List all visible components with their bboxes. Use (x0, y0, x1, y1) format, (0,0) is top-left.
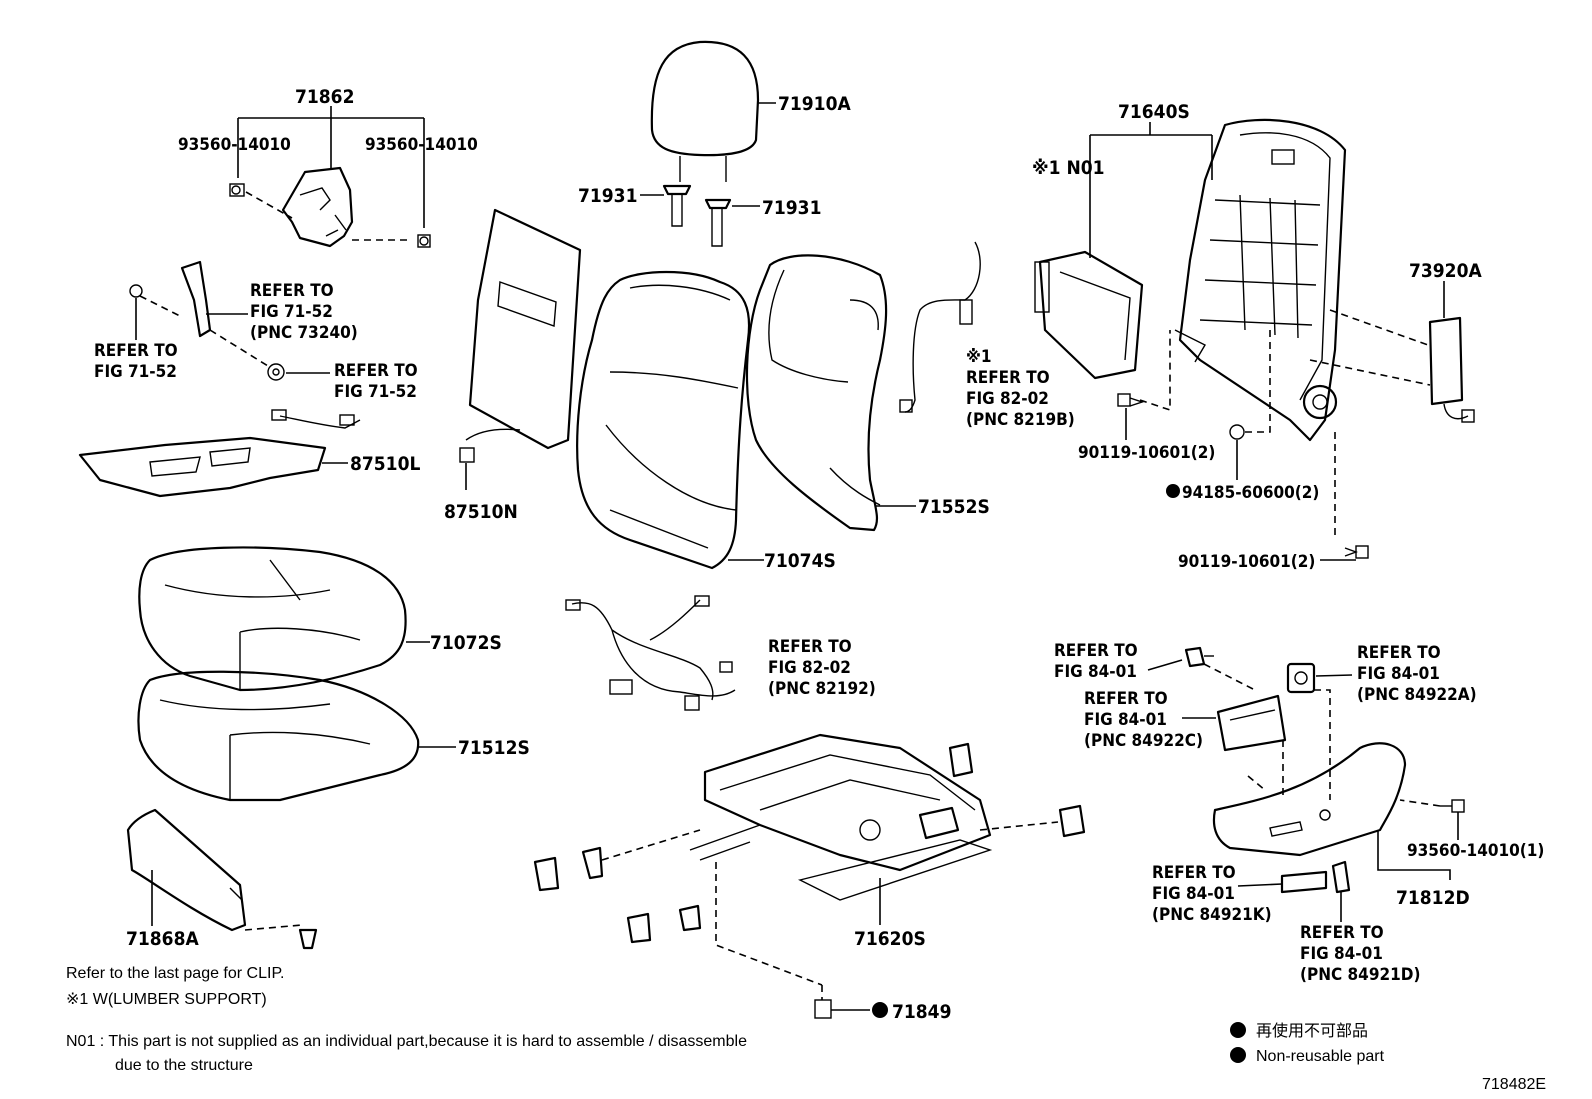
label-refer-fig84-01-a-2: FIG 84-01 (1054, 662, 1137, 682)
label-refer-fig84-01-b-3: (PNC 84922C) (1084, 731, 1203, 751)
label-94185-60600: 94185-60600(2) (1182, 483, 1319, 503)
label-71072S: 71072S (430, 632, 502, 654)
label-71640S: 71640S (1118, 101, 1190, 123)
part-87510N-back-heater (459, 208, 582, 463)
legend-jp: 再使用不可部品 (1256, 1022, 1368, 1040)
part-belt-buckle (129, 260, 285, 381)
label-refer-fig84-01-a-1: REFER TO (1054, 641, 1138, 661)
label-refer-fig84-01-e-2: FIG 84-01 (1300, 944, 1383, 964)
part-adjuster-clips (533, 742, 1086, 986)
note-clip: Refer to the last page for CLIP. (66, 965, 285, 982)
note-n01-line2: due to the structure (115, 1057, 253, 1074)
part-71868A-front-cover (126, 808, 318, 950)
part-87510L-heater-mat (78, 409, 361, 498)
part-84922A-knob (1286, 662, 1316, 694)
label-93560-14010-1: 93560-14010(1) (1407, 841, 1544, 861)
part-71074S-seatback-cover (576, 270, 751, 570)
label-refer-fig82-02-b-3: (PNC 8219B) (966, 410, 1075, 430)
part-bolt-90119-b (1344, 545, 1369, 559)
label-71812D: 71812D (1396, 887, 1470, 909)
part-71931-guide-right (704, 198, 732, 247)
legend-dot-jp (1230, 1022, 1246, 1038)
part-71620S-seat-adjuster (689, 733, 993, 901)
label-90119-10601-b: 90119-10601(2) (1178, 552, 1315, 572)
label-refer-fig71-52-a-2: FIG 71-52 (250, 302, 333, 322)
label-refer-fig82-02-b-1: REFER TO (966, 368, 1050, 388)
part-71910A-headrest (650, 40, 760, 182)
label-71074S: 71074S (764, 550, 836, 572)
note-n01-line1: N01 : This part is not supplied as an in… (66, 1033, 747, 1050)
label-87510N: 87510N (444, 501, 518, 523)
label-refer-fig82-02-a-3: (PNC 82192) (768, 679, 876, 699)
label-refer-fig84-01-d-2: FIG 84-01 (1152, 884, 1235, 904)
label-refer-fig82-02-a-1: REFER TO (768, 637, 852, 657)
part-84922C-switch (1216, 694, 1287, 752)
part-seat-harness (565, 595, 736, 711)
part-bolt-93560 (1440, 799, 1465, 813)
part-84921D-knob (1331, 860, 1351, 894)
label-71868A: 71868A (126, 928, 199, 950)
label-refer-fig84-01-e-1: REFER TO (1300, 923, 1384, 943)
label-refer-fig71-52-a-3: (PNC 73240) (250, 323, 358, 343)
part-71072S-cushion-cover (138, 546, 407, 692)
note-lumber-support: ※1 W(LUMBER SUPPORT) (66, 991, 267, 1008)
non-reusable-marker-94185 (1166, 484, 1180, 498)
part-nut-94185 (1229, 424, 1245, 440)
label-refer-fig82-02-b-0: ※1 (966, 347, 992, 367)
part-71512S-cushion-pad (137, 670, 420, 802)
part-N01-lumbar-unit (1034, 250, 1144, 380)
label-87510L: 87510L (350, 453, 420, 475)
label-71862: 71862 (295, 86, 354, 108)
label-refer-fig71-52-a-1: REFER TO (250, 281, 334, 301)
part-71862-bracket (229, 166, 431, 248)
label-73920A: 73920A (1409, 260, 1482, 282)
part-71812D-side-shield (1212, 742, 1407, 857)
part-lumbar-harness (899, 241, 981, 413)
part-71849-spacer (814, 985, 832, 1019)
part-71640S-seatback-frame (1174, 118, 1347, 442)
label-refer-fig84-01-d-1: REFER TO (1152, 863, 1236, 883)
label-71512S: 71512S (458, 737, 530, 759)
label-71620S: 71620S (854, 928, 926, 950)
label-93560-14010-right: 93560-14010 (365, 135, 478, 155)
label-refer-fig84-01-c-1: REFER TO (1357, 643, 1441, 663)
part-73920A-side-airbag (1428, 316, 1475, 423)
label-refer-fig84-01-c-3: (PNC 84922A) (1357, 685, 1477, 705)
part-84921K-knob (1280, 870, 1328, 894)
part-clip-84-01 (1184, 646, 1214, 668)
figure-id: 718482E (1482, 1076, 1546, 1093)
label-93560-14010-left: 93560-14010 (178, 135, 291, 155)
part-71931-guide-left (662, 184, 692, 227)
label-71931-left: 71931 (578, 185, 637, 207)
label-refer-fig84-01-e-3: (PNC 84921D) (1300, 965, 1420, 985)
label-71849: 71849 (892, 1001, 951, 1023)
label-71910A: 71910A (778, 93, 851, 115)
label-refer-fig84-01-c-2: FIG 84-01 (1357, 664, 1440, 684)
label-refer-fig82-02-a-2: FIG 82-02 (768, 658, 851, 678)
label-refer-fig71-52-c-2: FIG 71-52 (334, 382, 417, 402)
part-71552S-seatback-pad (745, 254, 888, 532)
part-bolt-90119-a (1117, 393, 1145, 407)
label-refer-fig84-01-b-2: FIG 84-01 (1084, 710, 1167, 730)
label-71552S: 71552S (918, 496, 990, 518)
label-refer-fig84-01-b-1: REFER TO (1084, 689, 1168, 709)
label-90119-10601-a: 90119-10601(2) (1078, 443, 1215, 463)
label-refer-fig82-02-b-2: FIG 82-02 (966, 389, 1049, 409)
label-71931-right: 71931 (762, 197, 821, 219)
label-refer-fig71-52-c-1: REFER TO (334, 361, 418, 381)
legend-en: Non-reusable part (1256, 1048, 1385, 1065)
label-refer-fig84-01-d-3: (PNC 84921K) (1152, 905, 1272, 925)
label-refer-fig71-52-b-1: REFER TO (94, 341, 178, 361)
legend-dot-en (1230, 1047, 1246, 1063)
non-reusable-marker-71849 (872, 1002, 888, 1018)
label-N01: ※1 N01 (1032, 157, 1105, 179)
label-refer-fig71-52-b-2: FIG 71-52 (94, 362, 177, 382)
